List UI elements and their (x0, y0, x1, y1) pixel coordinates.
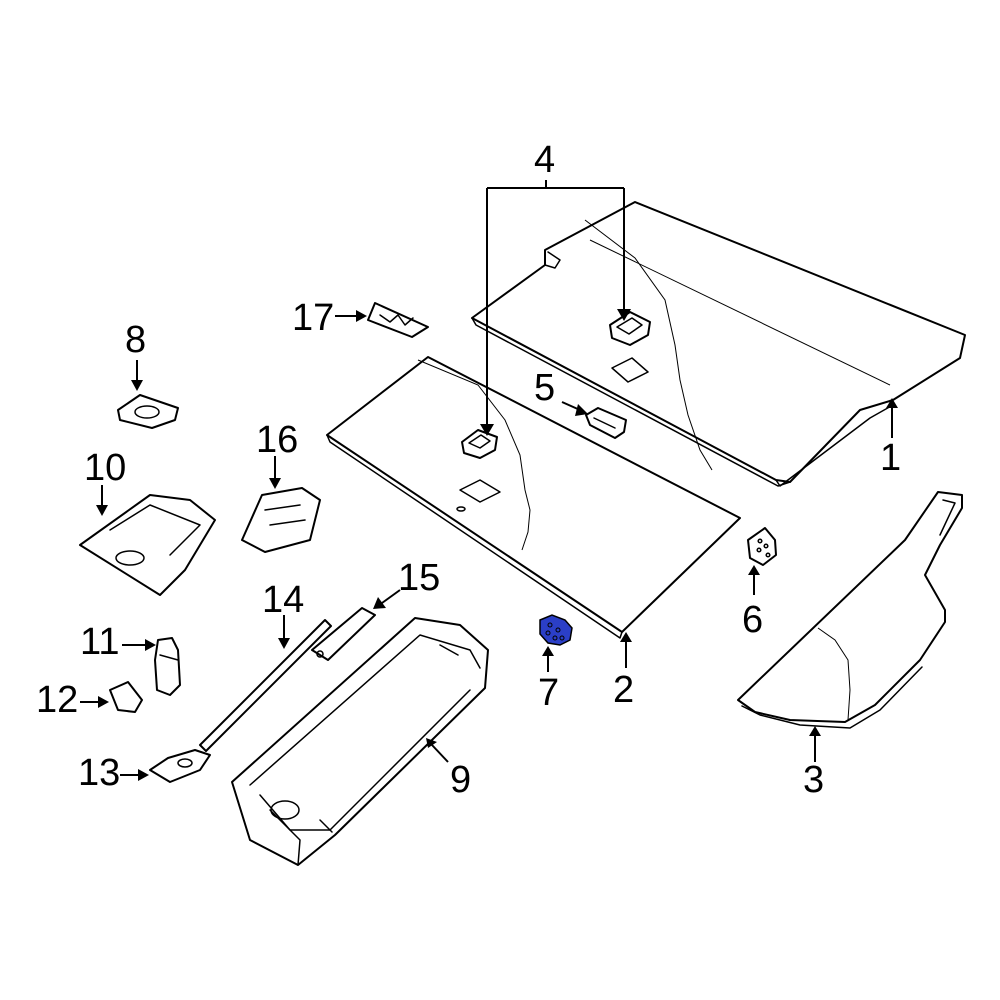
part-14-rod (199, 619, 332, 752)
part-9-tray (231, 617, 489, 866)
part-16-bracket (241, 487, 321, 553)
callout-11: 11 (80, 621, 119, 663)
callout-5: 5 (534, 367, 555, 409)
part-10-plate (79, 494, 216, 596)
leader-lines (80, 310, 898, 781)
callout-2: 2 (613, 669, 634, 711)
callout-17: 17 (292, 297, 334, 339)
part-11-latch (154, 637, 181, 696)
callout-7: 7 (538, 672, 559, 714)
part-8-bracket (117, 394, 179, 429)
callout-3: 3 (803, 759, 824, 801)
callout-1: 1 (880, 437, 901, 479)
callout-4: 4 (534, 139, 555, 181)
part-13-bracket (149, 749, 211, 783)
callout-10: 10 (84, 447, 126, 489)
callout-14: 14 (262, 579, 304, 621)
callout-8: 8 (125, 319, 146, 361)
part-5-clip (585, 407, 627, 439)
part-3-side-trim (737, 491, 963, 729)
callout-13: 13 (78, 752, 120, 794)
part-6-bracket (747, 527, 777, 566)
part-15-strap (311, 607, 376, 661)
part-2-lower-panel (326, 356, 741, 639)
part-4-leader (480, 180, 631, 436)
part-7-highlighted (539, 614, 573, 646)
callout-6: 6 (742, 599, 763, 641)
part-1-upper-panel (471, 201, 966, 487)
part-17-insulator (367, 302, 429, 338)
callout-16: 16 (256, 419, 298, 461)
callout-12: 12 (36, 679, 78, 721)
callout-15: 15 (398, 557, 440, 599)
callout-9: 9 (450, 759, 471, 801)
callout-labels: 1 2 3 4 5 6 7 8 9 10 11 12 13 14 15 16 1… (36, 139, 901, 801)
part-12-clip (109, 681, 143, 713)
